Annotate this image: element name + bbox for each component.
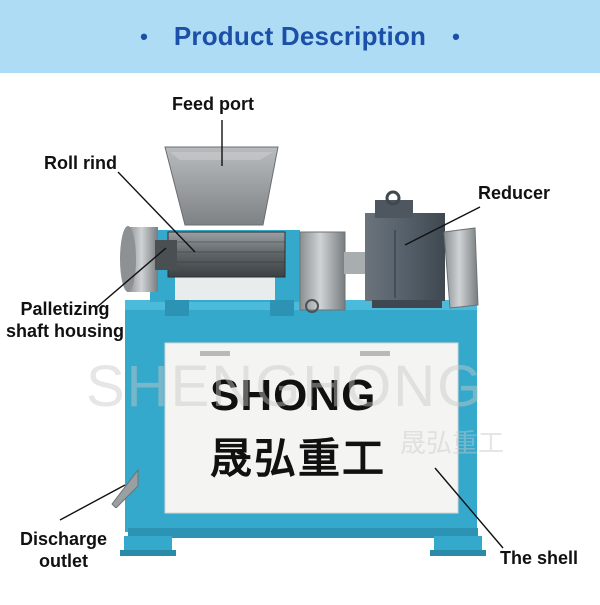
header-banner: • Product Description • [0,0,600,73]
label-discharge-line2: outlet [39,550,89,571]
roller [167,231,286,278]
panel-brand: SHONG [210,371,377,420]
shell-panel [164,342,459,514]
label-palletizing-line1: Palletizing [20,299,110,319]
product-photo: SHONG 晟弘重工 SHENGHONG 晟弘重工 Feed port Roll… [0,73,600,600]
label-the-shell: The shell [500,548,579,568]
middle-pulley [299,231,366,313]
label-palletizing-line2: shaft housing [6,320,124,341]
panel-chinese: 晟弘重工 [210,435,387,482]
label-palletizing: Palletizing shaft housing [6,299,124,342]
banner-content: • Product Description • [140,21,460,52]
machine-illustration [59,120,504,556]
label-roll-rind: Roll rind [44,153,117,173]
label-reducer: Reducer [478,183,551,203]
right-guard [443,227,479,309]
label-feed-port: Feed port [172,94,255,114]
label-discharge: Discharge outlet [20,529,107,572]
discharge-chute [111,468,139,508]
roller-texture [168,241,285,263]
left-drum [120,226,177,292]
banner-title: Product Description [173,21,427,51]
reducer-gearbox [365,190,445,308]
bullet-left-icon: • [140,23,148,49]
feed-hopper [164,146,279,226]
panel-handles [200,351,390,356]
label-discharge-line1: Discharge [20,529,108,549]
leader-lines [59,120,504,549]
bullet-right-icon: • [452,23,460,49]
